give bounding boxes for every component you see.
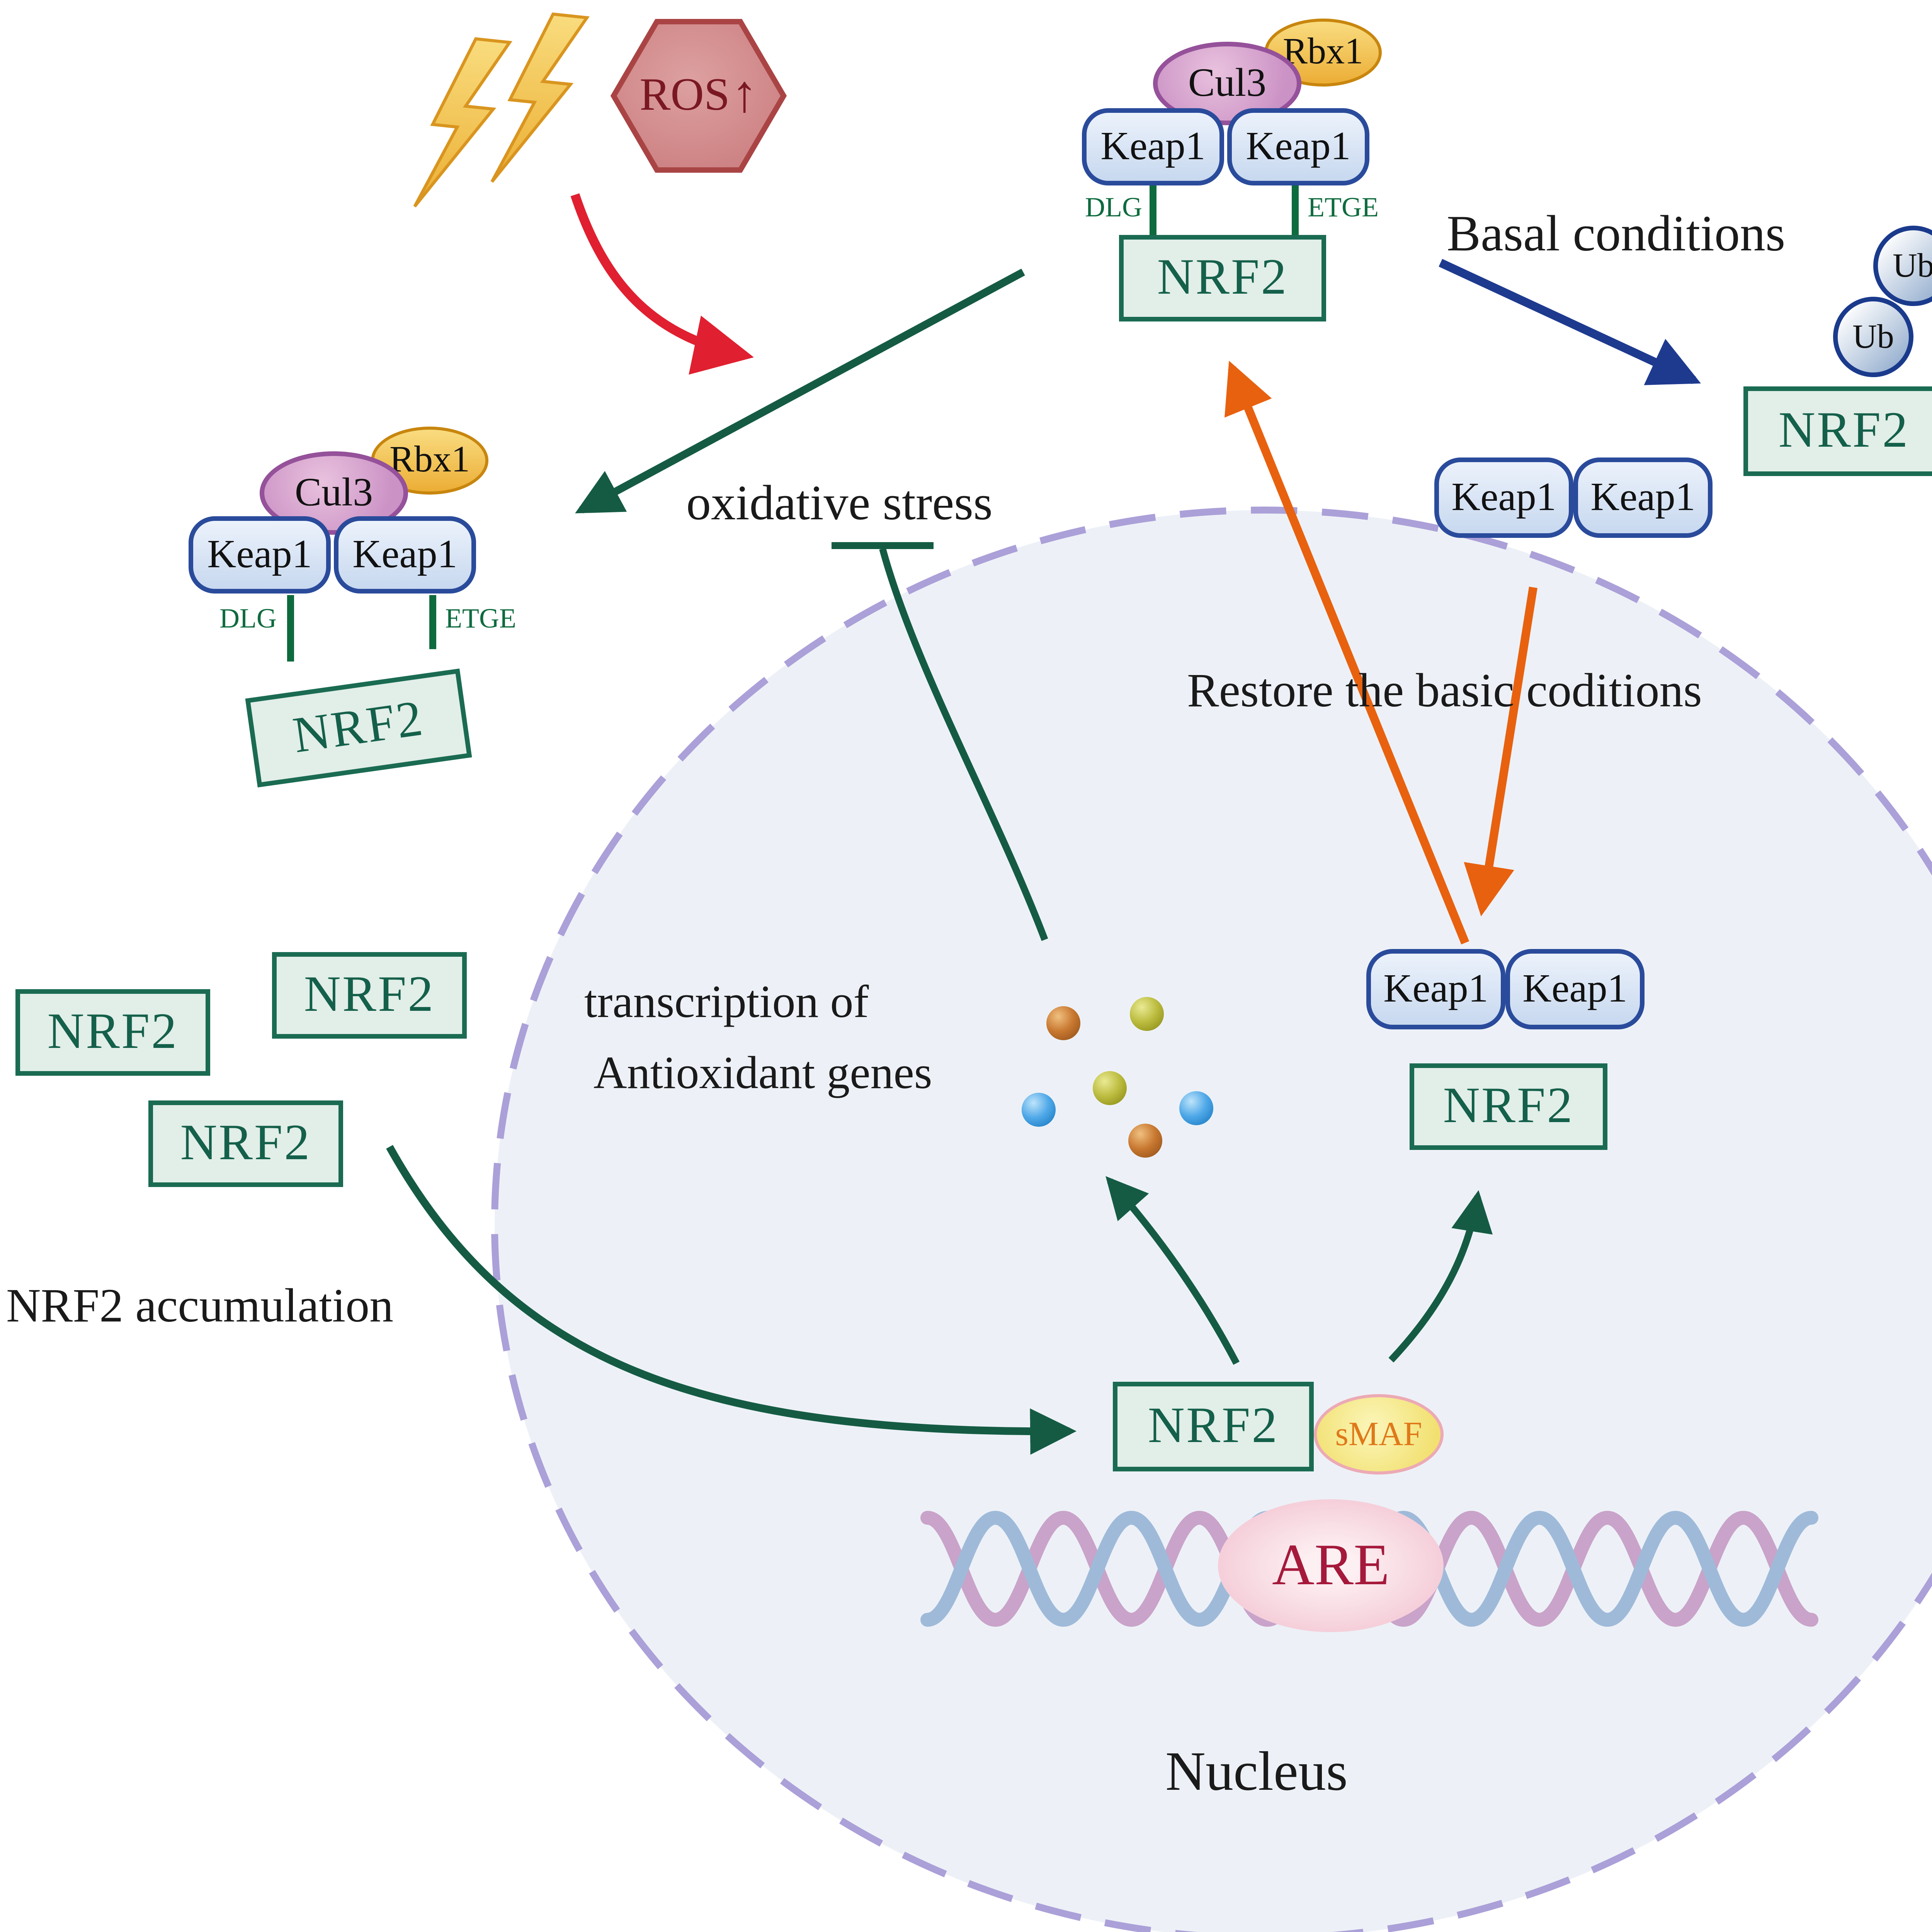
keap1-top-left: Keap1 bbox=[1082, 108, 1224, 185]
arrow-basal-conditions bbox=[1439, 259, 1701, 385]
transcription-label-line2: Antioxidant genes bbox=[594, 1048, 932, 1099]
keap1-free-right: Keap1 bbox=[1573, 457, 1713, 538]
ub-lower: Ub bbox=[1833, 297, 1913, 377]
smaf-partner: sMAF bbox=[1314, 1394, 1444, 1475]
restore-label: Restore the basic coditions bbox=[1187, 663, 1702, 717]
are-label: ARE bbox=[1272, 1533, 1389, 1598]
ros-label: ROS↑ bbox=[624, 65, 773, 127]
keap1-label: Keap1 bbox=[1100, 124, 1206, 168]
basal-conditions-label: Basal conditions bbox=[1447, 207, 1786, 263]
lightning-icon bbox=[413, 12, 590, 207]
keap1-nrf2-tethers bbox=[287, 184, 1299, 662]
etge-motif-top: ETGE bbox=[1308, 192, 1379, 223]
keap1-top-right: Keap1 bbox=[1227, 108, 1369, 185]
keap1-label: Keap1 bbox=[1522, 966, 1628, 1011]
nrf2-label: NRF2 bbox=[1778, 403, 1910, 458]
nrf2-dna-bound: NRF2 bbox=[1113, 1382, 1314, 1471]
arrow-ros-stress bbox=[570, 193, 754, 375]
dlg-motif-top: DLG bbox=[1085, 192, 1142, 223]
cul3-label: Cul3 bbox=[1188, 60, 1267, 105]
ub-label: Ub bbox=[1852, 317, 1894, 355]
nrf2-label: NRF2 bbox=[47, 1004, 179, 1060]
nrf2-label: NRF2 bbox=[1443, 1078, 1574, 1134]
smaf-label: sMAF bbox=[1335, 1414, 1422, 1453]
rbx1-left: Rbx1 bbox=[371, 427, 488, 495]
rbx1-label: Rbx1 bbox=[1282, 32, 1363, 72]
cul3-label: Cul3 bbox=[294, 470, 373, 515]
keap1-label: Keap1 bbox=[1590, 474, 1696, 519]
arrow-transcription bbox=[1105, 1176, 1240, 1365]
ros-up-arrow: ↑ bbox=[731, 66, 758, 124]
keap1-nucleus-right: Keap1 bbox=[1505, 949, 1645, 1029]
nrf2-label: NRF2 bbox=[180, 1115, 311, 1171]
arrow-nrf2-accumulation bbox=[386, 1145, 1077, 1455]
transcription-label-line1: transcription of bbox=[584, 977, 869, 1028]
keap1-label: Keap1 bbox=[207, 532, 312, 577]
keap1-label: Keap1 bbox=[1383, 966, 1488, 1011]
nrf2-accumulated-1: NRF2 bbox=[272, 952, 467, 1039]
nrf2-top: NRF2 bbox=[1119, 235, 1326, 321]
rbx1-label: Rbx1 bbox=[389, 440, 470, 480]
keap1-free-left: Keap1 bbox=[1434, 457, 1573, 538]
ros-text: ROS bbox=[639, 70, 730, 121]
keap1-nucleus-left: Keap1 bbox=[1366, 949, 1505, 1029]
nrf2-label: NRF2 bbox=[289, 690, 427, 764]
arrow-oxidative-stress-release bbox=[575, 269, 1025, 514]
nucleus-membrane bbox=[491, 507, 1932, 1932]
keap1-label: Keap1 bbox=[352, 532, 457, 577]
antioxidant-gene-products bbox=[1022, 997, 1213, 1158]
are-element: ARE bbox=[1218, 1499, 1444, 1632]
keap1-left-left: Keap1 bbox=[189, 516, 331, 594]
nrf2-label: NRF2 bbox=[1148, 1398, 1279, 1454]
nrf2-accumulated-2: NRF2 bbox=[15, 989, 210, 1076]
arrow-keap1-into-nucleus bbox=[1464, 587, 1537, 917]
nucleus-label: Nucleus bbox=[1165, 1740, 1348, 1802]
oxidative-stress-label: oxidative stress bbox=[686, 474, 993, 530]
nrf2-ubiquitinated: NRF2 bbox=[1743, 386, 1932, 476]
etge-motif-left: ETGE bbox=[445, 603, 516, 634]
keap1-left-right: Keap1 bbox=[334, 516, 476, 594]
ub-label: Ub bbox=[1893, 246, 1932, 284]
nrf2-accumulated-3: NRF2 bbox=[148, 1100, 343, 1187]
inhibition-antioxidant-blocks-stress bbox=[832, 542, 1048, 941]
arrow-nrf2-to-keap1-nucleus bbox=[1388, 1190, 1493, 1363]
keap1-label: Keap1 bbox=[1451, 474, 1556, 519]
nrf2-label: NRF2 bbox=[304, 967, 435, 1022]
dlg-motif-left: DLG bbox=[219, 603, 277, 634]
nrf2-label: NRF2 bbox=[1157, 250, 1288, 305]
arrow-restore-up bbox=[1225, 361, 1469, 945]
keap1-label: Keap1 bbox=[1246, 124, 1351, 168]
ub-upper: Ub bbox=[1873, 226, 1932, 306]
ros-hexagon bbox=[610, 19, 787, 173]
nrf2-nucleus: NRF2 bbox=[1410, 1063, 1607, 1150]
accumulation-label: NRF2 accumulation bbox=[6, 1278, 394, 1332]
